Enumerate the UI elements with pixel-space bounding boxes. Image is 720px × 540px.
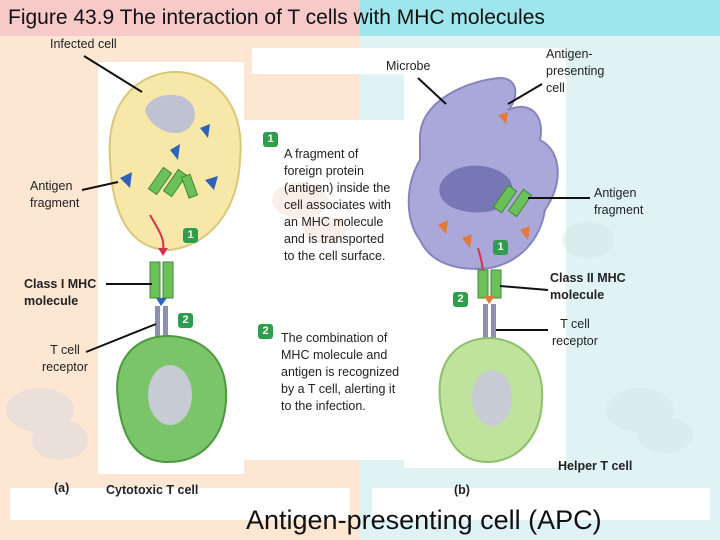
title-bar-right: [360, 0, 720, 36]
class-1-mhc-molecule: [149, 261, 174, 306]
label-antigen-fragment-left: Antigen fragment: [30, 179, 80, 210]
step-2-badge-center: 2: [258, 324, 273, 339]
step-2-badge-right: 2: [453, 292, 468, 307]
label-class-2-mhc: Class II MHC molecule: [550, 271, 626, 302]
title-bar-left: [0, 0, 360, 36]
step-2-badge-left: 2: [178, 313, 193, 328]
figure-title: Figure 43.9 The interaction of T cells w…: [8, 6, 545, 29]
step-1-badge-right: 1: [493, 240, 508, 255]
label-tcr-left: T cell receptor: [42, 343, 88, 374]
panel-steps: [244, 120, 404, 460]
caption-apc: Antigen-presenting cell (APC): [246, 505, 602, 535]
label-antigen-fragment-right: Antigen fragment: [594, 186, 644, 217]
label-microbe: Microbe: [386, 59, 431, 73]
infected-cell: [108, 70, 242, 256]
antigen-presenting-cell: [407, 76, 559, 284]
cytotoxic-tcr: [155, 306, 168, 340]
step-2-text: The combination of MHC molecule and anti…: [281, 331, 400, 413]
helper-t-cell: [438, 336, 544, 464]
helper-tcr: [483, 304, 496, 340]
label-part-b: (b): [454, 483, 470, 497]
cytotoxic-t-cell: [116, 334, 228, 464]
label-tcr-right: T cell receptor: [552, 317, 598, 348]
label-helper-t-cell: Helper T cell: [558, 459, 633, 473]
label-cytotoxic-t-cell: Cytotoxic T cell: [106, 483, 199, 497]
background-ghost-shapes: [6, 182, 693, 460]
leader-lines: [81, 55, 590, 353]
panel-caption-b: [372, 488, 710, 520]
label-part-a: (a): [54, 481, 70, 495]
class-2-mhc-molecule: [477, 269, 502, 304]
panel-caption-a: [10, 488, 350, 520]
label-apc: Antigen- presenting cell: [546, 47, 605, 95]
label-class-1-mhc: Class I MHC molecule: [24, 277, 97, 308]
step-1-badge-left: 1: [183, 228, 198, 243]
step-1-text: A fragment of foreign protein (antigen) …: [284, 147, 391, 263]
label-infected-cell: Infected cell: [50, 37, 117, 51]
step-1-badge-center: 1: [263, 132, 278, 147]
